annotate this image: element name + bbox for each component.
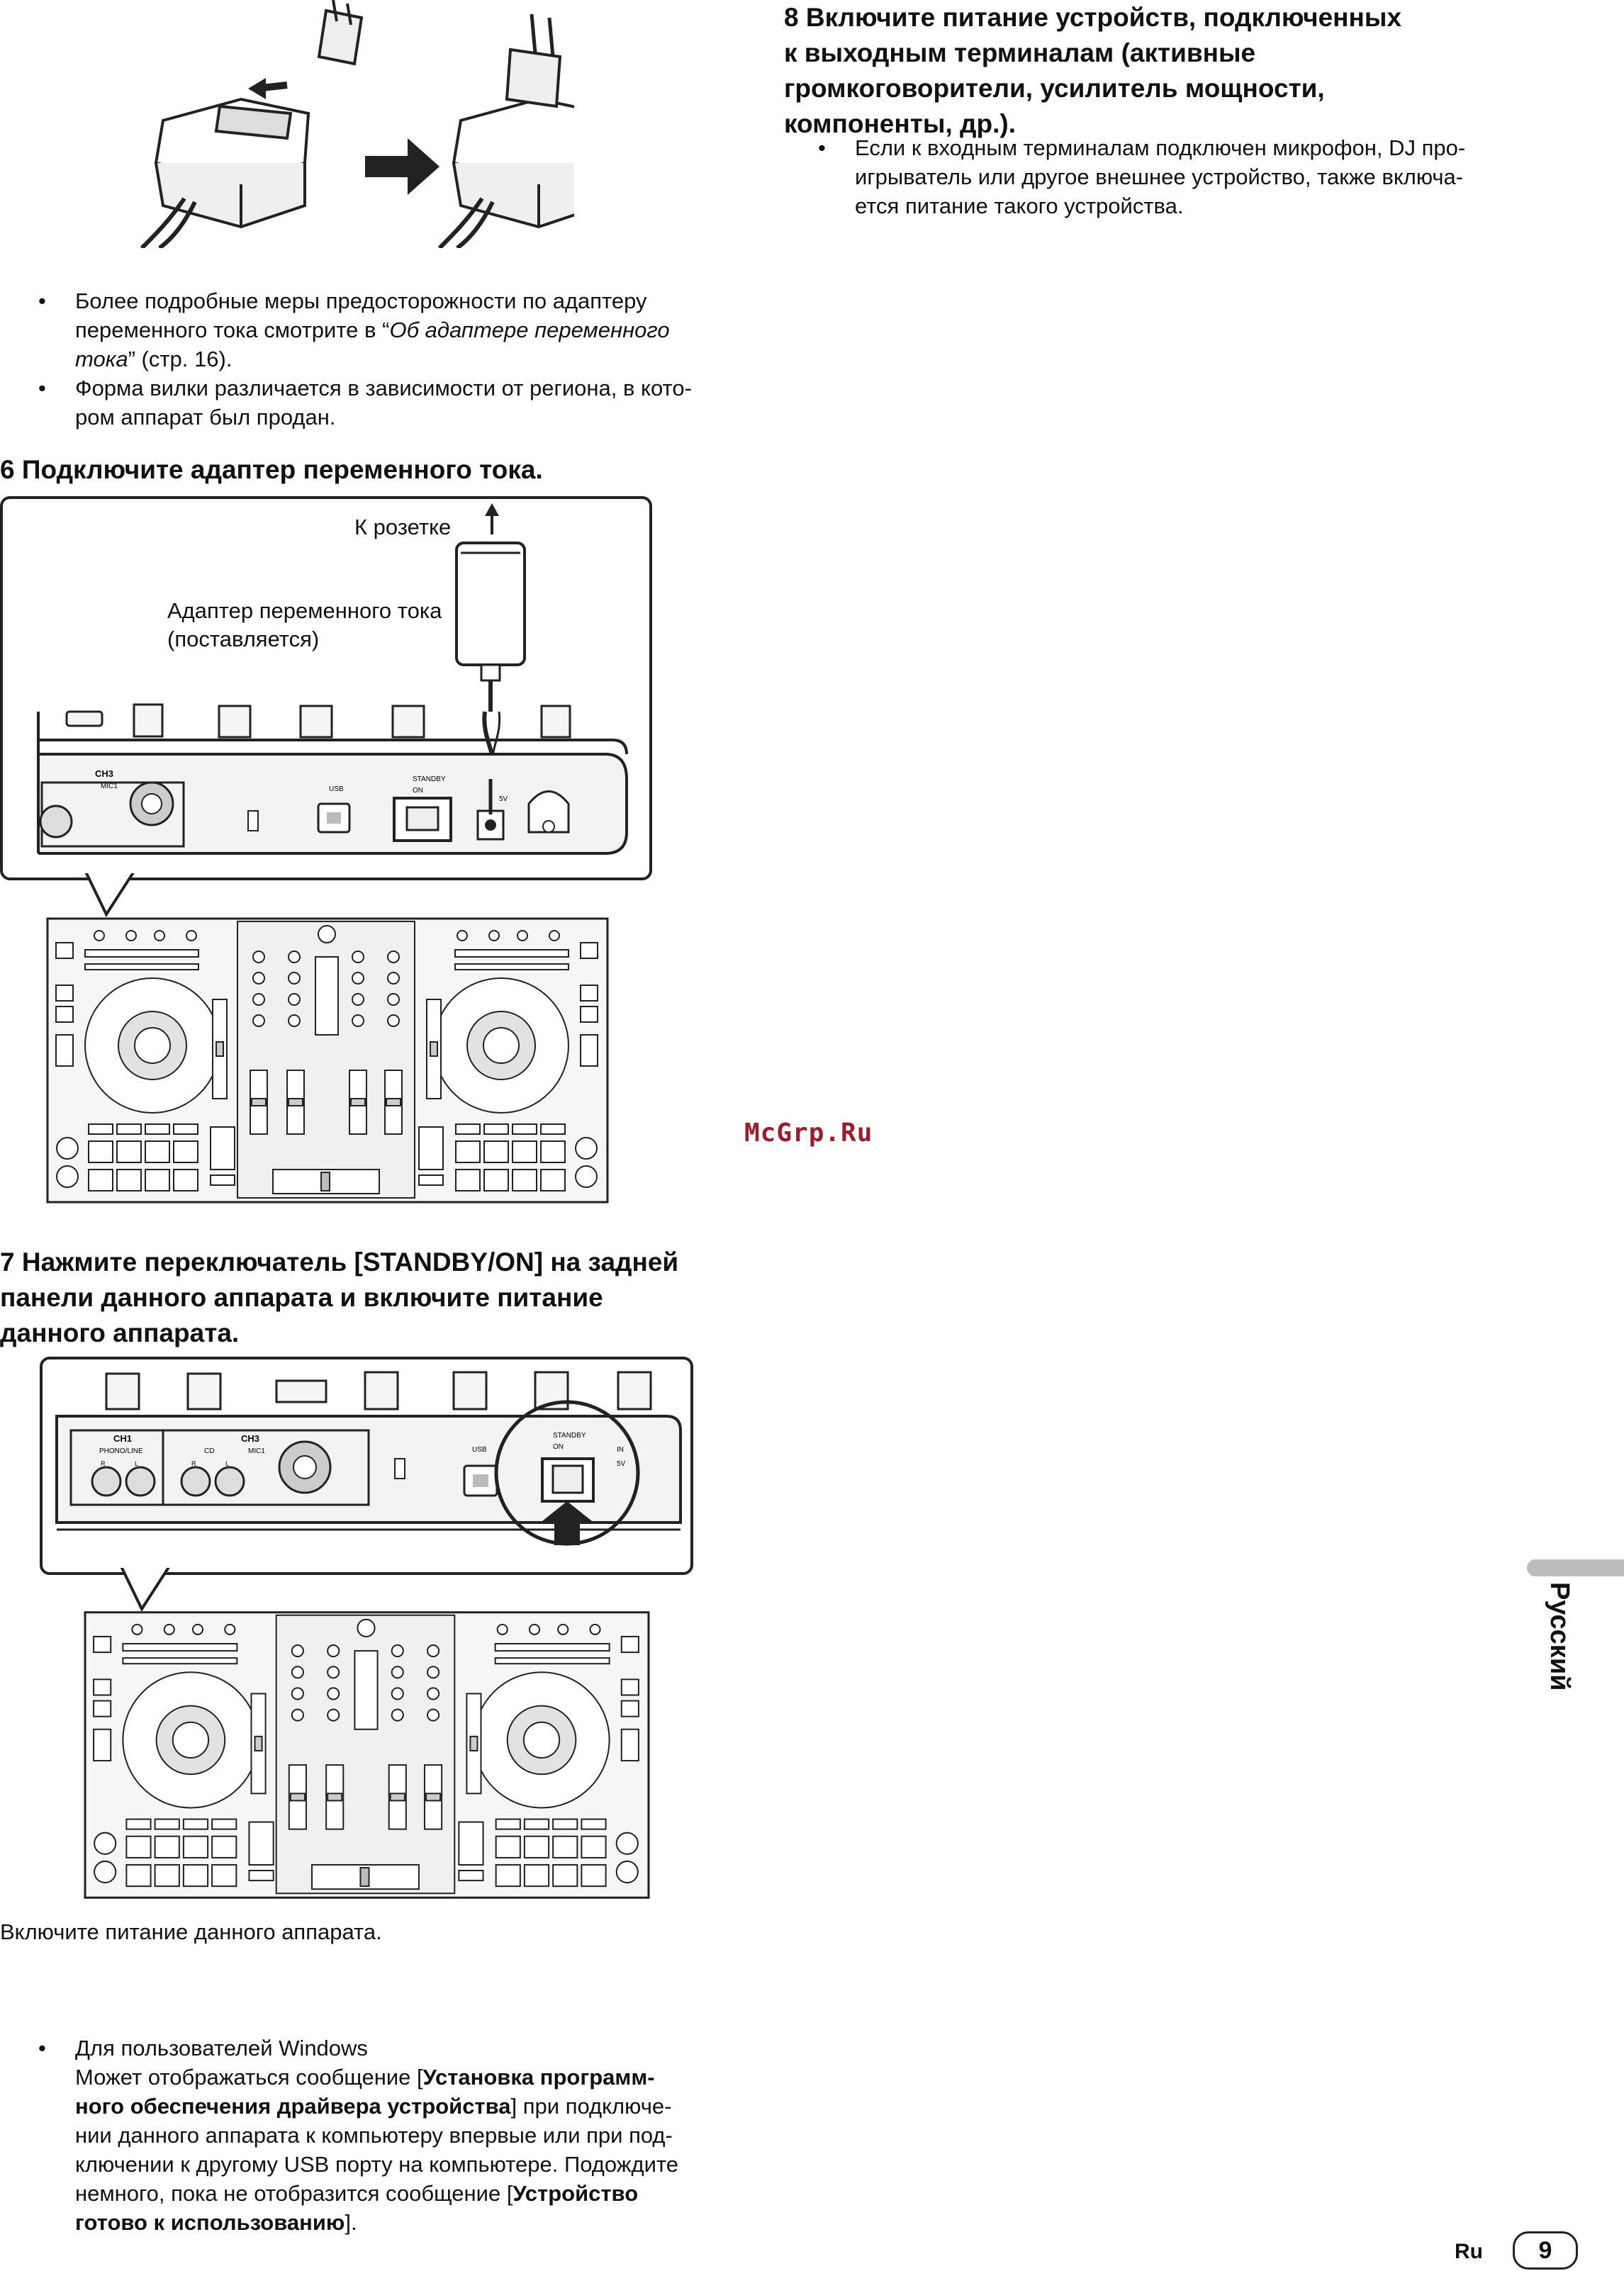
step8-bullet-line2: игрыватель или другое внешнее устройство… [855, 164, 1464, 189]
step8-heading-line2: к выходным терминалам (активные [784, 38, 1256, 67]
wn-l6-post: ]. [345, 2210, 357, 2235]
rear-panel-adapter-drawing: CH3 MIC1 USB STANDBY ON 5V [37, 503, 628, 855]
windows-note: Для пользователей Windows Может отобража… [35, 2034, 770, 2237]
note1-page-ref: ” (стр. 16). [128, 347, 233, 371]
step8-bullet: Если к входным терминалам подключен микр… [815, 133, 1564, 220]
windows-note-line6: готово к использованию]. [75, 2208, 770, 2237]
adapter-notes: Более подробные меры предосторожности по… [35, 286, 730, 432]
panel2-phono-label: PHONO/LINE [99, 1447, 143, 1455]
page-number: 9 [1513, 2231, 1578, 2270]
language-side-tab [1527, 1559, 1624, 1576]
panel2-usb-label: USB [472, 1446, 487, 1454]
step6-heading: 6 Подключите адаптер переменного тока. [0, 455, 543, 484]
rear-panel-standby-drawing: CH1 PHONO/LINE CH3 CD MIC1 R L R L USB S… [55, 1371, 682, 1546]
step8-heading-line3: громкоговорители, усилитель мощности, [784, 74, 1325, 103]
note2-line2: ром аппарат был продан. [75, 405, 336, 430]
note-bullet-2: Форма вилки различается в зависимости от… [35, 374, 730, 432]
step8-heading-line1: 8 Включите питание устройств, подключенн… [784, 3, 1402, 32]
panel2-r2-label: R [191, 1460, 196, 1467]
note1-line3: тока” (стр. 16). [75, 344, 730, 374]
panel-mic1-label: MIC1 [101, 783, 118, 790]
panel-ch3-label: CH3 [95, 768, 113, 779]
wn-l5-bold: Устройство [513, 2181, 639, 2206]
plug-adapter-illustration [135, 0, 608, 250]
note1-line2: переменного тока смотрите в “Об адаптере… [75, 315, 730, 344]
windows-note-head: Для пользователей Windows [75, 2036, 368, 2060]
panel2-l1-label: L [135, 1460, 138, 1467]
panel2-l2-label: L [225, 1460, 229, 1467]
note1-line1: Более подробные меры предосторожности по… [75, 288, 647, 313]
note1-link-title: Об адаптере переменного [389, 318, 670, 342]
panel2-on-label: ON [553, 1443, 564, 1451]
controller-top-view-2 [84, 1611, 650, 1899]
step7-heading: 7 Нажмите переключатель [STANDBY/ON] на … [0, 1245, 751, 1351]
step8-bullet-line1: Если к входным терминалам подключен микр… [855, 135, 1466, 160]
windows-note-line5: немного, пока не отобразится сообщение [… [75, 2179, 770, 2208]
wn-l6-bold: готово к использованию [75, 2210, 345, 2235]
windows-note-line2: ного обеспечения драйвера устройства] пр… [75, 2092, 770, 2121]
step7-heading-line1: 7 Нажмите переключатель [STANDBY/ON] на … [0, 1247, 679, 1277]
windows-note-line1: Может отображаться сообщение [Установка … [75, 2063, 770, 2092]
step7-heading-line2: панели данного аппарата и включите питан… [0, 1283, 603, 1312]
panel2-r1-label: R [101, 1460, 106, 1467]
panel-dc-label: 5V [499, 795, 508, 803]
panel2-dc-label: 5V [617, 1460, 626, 1468]
windows-note-line4: ключении к другому USB порту на компьюте… [75, 2152, 679, 2177]
windows-note-line3: нии данного аппарата к компьютеру впервы… [75, 2123, 673, 2148]
panel2-in-label: IN [617, 1446, 624, 1454]
panel-standby-label: STANDBY [413, 775, 446, 783]
watermark: McGrp.Ru [744, 1118, 873, 1148]
step7-callout-pointer [118, 1565, 174, 1613]
panel-usb-label: USB [329, 785, 344, 793]
step7-heading-line3: данного аппарата. [0, 1318, 240, 1347]
note2-line1: Форма вилки различается в зависимости от… [75, 376, 692, 400]
adapter-label-line1: Адаптер переменного тока [167, 598, 442, 623]
panel-on-label: ON [413, 787, 423, 795]
step8-bullet-line3: ется питание такого устройства. [855, 194, 1184, 218]
wn-l1-pre: Может отображаться сообщение [ [75, 2065, 423, 2090]
language-side-label: Русский [1545, 1582, 1574, 1691]
wn-l2-bold: ного обеспечения драйвера устройства [75, 2094, 511, 2119]
note-bullet-1: Более подробные меры предосторожности по… [35, 286, 730, 374]
panel2-standby-label: STANDBY [553, 1432, 586, 1440]
footer-language-code: Ru [1455, 2240, 1483, 2263]
step8-heading: 8 Включите питание устройств, подключенн… [784, 0, 1564, 142]
note1-line2-pre: переменного тока смотрите в “ [75, 318, 390, 342]
wn-l2-post: ] при подключе- [510, 2094, 672, 2119]
controller-top-view-1 [46, 917, 609, 1204]
wn-l1-bold: Установка программ- [422, 2065, 655, 2090]
adapter-label-line2: (поставляется) [167, 627, 320, 651]
step6-callout-pointer [82, 870, 139, 918]
panel2-ch3-label: CH3 [241, 1433, 259, 1444]
panel2-cd-label: CD [204, 1447, 214, 1455]
adapter-label: Адаптер переменного тока (поставляется) [167, 597, 442, 654]
power-on-text: Включите питание данного аппарата. [0, 1919, 382, 1944]
wn-l5-pre: немного, пока не отобразится сообщение [ [75, 2181, 513, 2206]
panel2-mic1-label: MIC1 [248, 1447, 265, 1455]
panel2-ch1-label: CH1 [113, 1433, 132, 1444]
outlet-label: К розетке [354, 515, 452, 539]
note1-link-title-end: тока [75, 347, 128, 371]
